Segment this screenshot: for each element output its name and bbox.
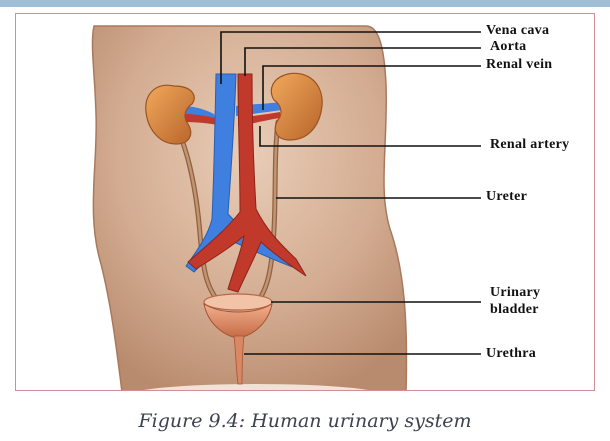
label-renal-artery: Renal artery [490,137,570,152]
leader-renal-vein [262,65,481,110]
lower-body-shape [143,384,369,390]
label-urinary-bladder-line1: Urinary [490,285,541,300]
left-kidney [145,84,195,145]
aorta-vessel [187,73,307,293]
label-renal-vein: Renal vein [486,57,553,72]
leader-vena-cava [220,31,481,84]
right-kidney [270,72,323,141]
leader-lines [220,31,481,355]
urethra-tube [233,335,245,385]
label-aorta: Aorta [490,39,527,54]
figure-caption: Figure 9.4: Human urinary system [138,410,472,432]
label-ureter: Ureter [486,189,528,204]
label-vena-cava: Vena cava [486,23,550,38]
bladder-rim [203,293,273,311]
label-urethra: Urethra [486,346,537,361]
label-urinary-bladder-line2: bladder [490,302,539,317]
leader-aorta [244,47,481,76]
left-ureter-inner [172,120,223,306]
figure-frame: Vena cava Aorta Renal vein Renal artery … [15,13,595,391]
urinary-bladder [203,302,273,339]
urinary-system-diagram [91,25,481,390]
top-strip [0,0,610,7]
leader-renal-artery [259,126,481,147]
right-ureter-inner [254,120,280,306]
